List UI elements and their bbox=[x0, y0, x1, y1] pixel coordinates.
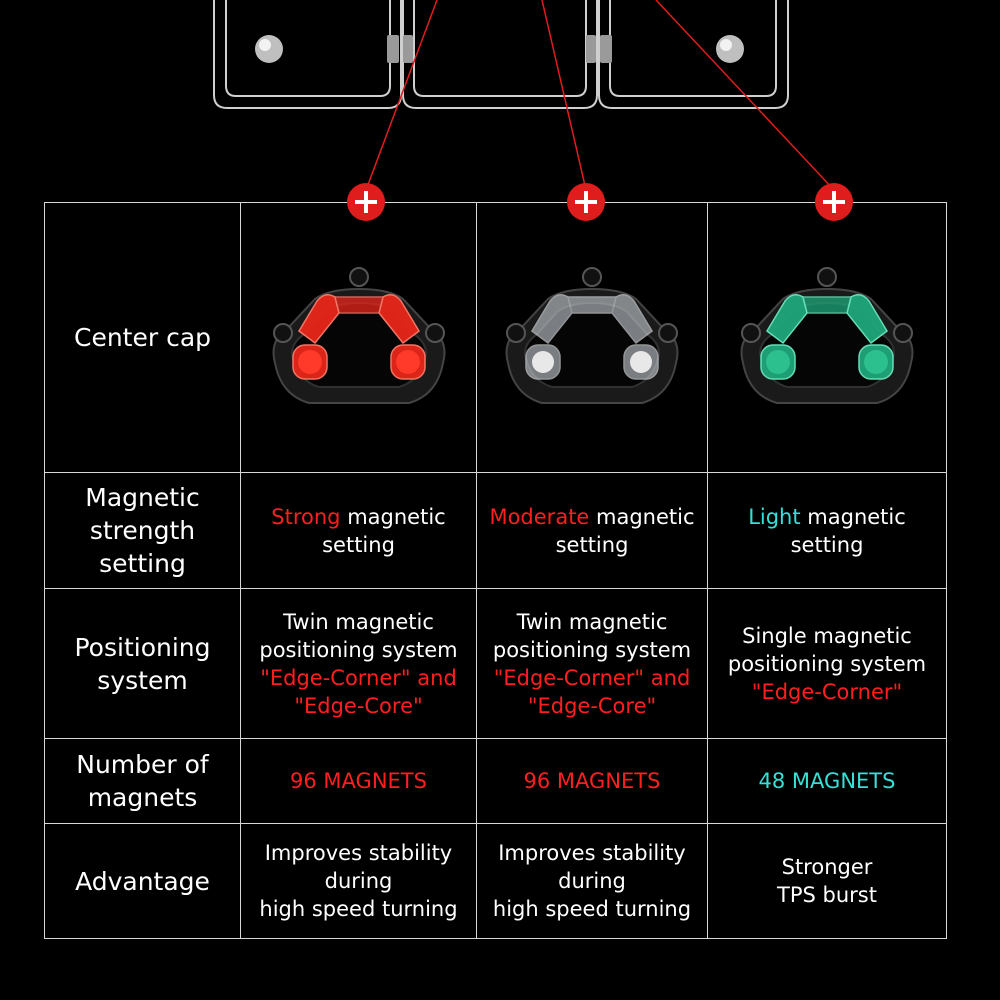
cell-strong-setting: Strong magnetic setting bbox=[240, 472, 477, 589]
table-row-positioning-system: Positioning system Twin magnetic positio… bbox=[44, 588, 947, 739]
cell-single-positioning: Single magnetic positioning system "Edge… bbox=[707, 588, 947, 739]
cube-piece-diagram bbox=[213, 0, 835, 191]
strength-highlight: Light bbox=[748, 504, 801, 529]
cell-advantage-2: Improves stability during high speed tur… bbox=[476, 823, 708, 939]
pointer-line-right bbox=[655, 0, 835, 191]
cell-light-setting: Light magnetic setting bbox=[707, 472, 947, 589]
cube-pieces bbox=[213, 0, 789, 109]
row-header-label: Center cap bbox=[73, 323, 212, 352]
cell-green-cap bbox=[707, 202, 947, 473]
table-row-number-of-magnets: Number of magnets 96 MAGNETS 96 MAGNETS … bbox=[44, 738, 947, 824]
table-row-advantage: Advantage Improves stability during high… bbox=[44, 823, 947, 939]
cell-advantage-3: Stronger TPS burst bbox=[707, 823, 947, 939]
cell-twin-positioning-1: Twin magnetic positioning system "Edge-C… bbox=[240, 588, 477, 739]
row-header-magnetic-strength: Magnetic strength setting bbox=[44, 472, 241, 589]
table-row-center-cap: Center cap bbox=[44, 202, 947, 473]
clear-center-cap-icon bbox=[505, 266, 679, 404]
magnet-dots bbox=[255, 35, 744, 63]
cell-magnet-count-2: 96 MAGNETS bbox=[476, 738, 708, 824]
row-header-center-cap: Center cap bbox=[44, 202, 241, 473]
cell-red-cap bbox=[240, 202, 477, 473]
row-header-positioning-system: Positioning system bbox=[44, 588, 241, 739]
cell-magnet-count-3: 48 MAGNETS bbox=[707, 738, 947, 824]
cell-moderate-setting: Moderate magnetic setting bbox=[476, 472, 708, 589]
cell-twin-positioning-2: Twin magnetic positioning system "Edge-C… bbox=[476, 588, 708, 739]
pointer-lines bbox=[365, 0, 835, 191]
cell-clear-cap bbox=[476, 202, 708, 473]
plus-icon-left bbox=[347, 183, 385, 221]
plus-icon-right bbox=[815, 183, 853, 221]
pointer-line-center bbox=[541, 0, 587, 191]
plus-icon-center bbox=[567, 183, 605, 221]
red-center-cap-icon bbox=[272, 266, 445, 404]
cell-advantage-1: Improves stability during high speed tur… bbox=[240, 823, 477, 939]
green-center-cap-icon bbox=[740, 266, 914, 404]
row-header-advantage: Advantage bbox=[44, 823, 241, 939]
row-header-number-of-magnets: Number of magnets bbox=[44, 738, 241, 824]
pointer-line-left bbox=[365, 0, 438, 191]
table-row-magnetic-strength: Magnetic strength setting Strong magneti… bbox=[44, 472, 947, 589]
cell-magnet-count-1: 96 MAGNETS bbox=[240, 738, 477, 824]
comparison-table: Center cap bbox=[44, 202, 947, 939]
strength-highlight: Moderate bbox=[489, 504, 590, 529]
strength-highlight: Strong bbox=[271, 504, 341, 529]
